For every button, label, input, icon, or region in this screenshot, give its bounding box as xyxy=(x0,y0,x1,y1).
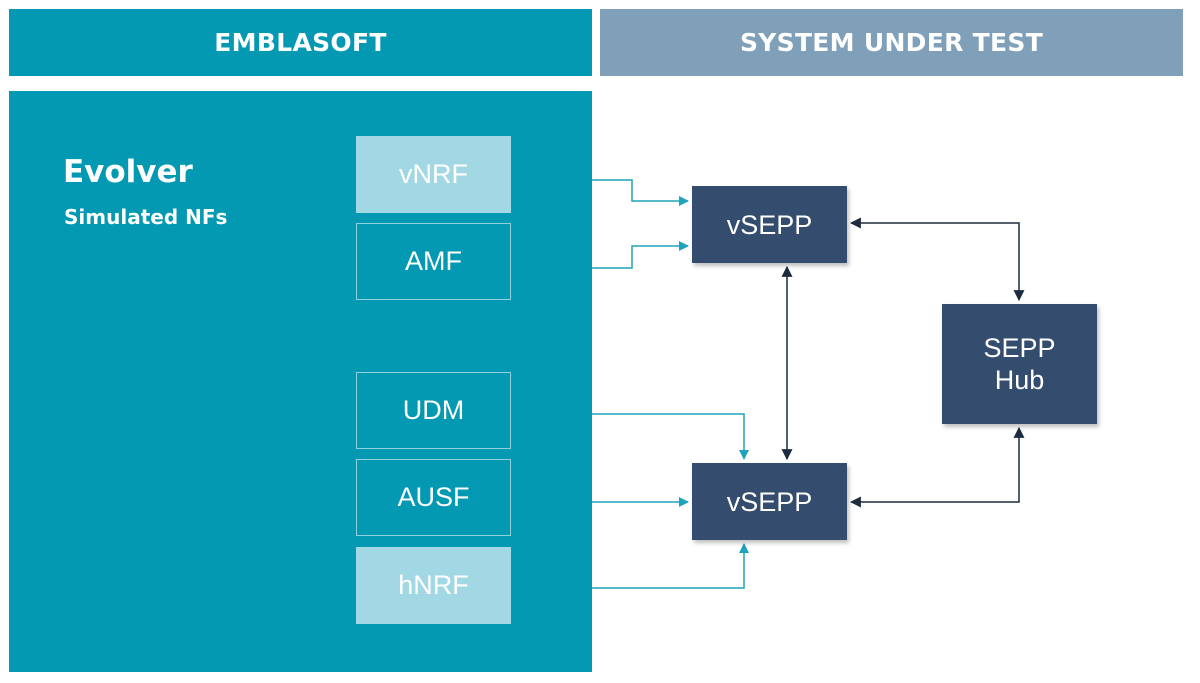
nf-amf-label: AMF xyxy=(405,246,462,276)
nf-ausf-label: AUSF xyxy=(397,482,470,512)
nf-udm-box: UDM xyxy=(356,372,511,449)
nf-ausf-box: AUSF xyxy=(356,459,511,536)
vsepp-bottom-label: vSEPP xyxy=(726,486,813,517)
nf-udm-label: UDM xyxy=(402,395,465,425)
simulated-nfs-subtitle: Simulated NFs xyxy=(64,205,228,229)
vsepp-top-node: vSEPP xyxy=(692,186,847,263)
vsepp-top-label: vSEPP xyxy=(726,209,813,240)
nf-hnrf-box: hNRF xyxy=(356,547,511,624)
sepp-hub-node: SEPP Hub xyxy=(942,304,1097,424)
vsepp-bottom-node: vSEPP xyxy=(692,463,847,540)
sepp-hub-label-line1: SEPP xyxy=(983,333,1056,363)
arrow-hnrf-to-vsepp-bottom xyxy=(592,543,749,589)
arrow-vsepp-top-to-sepp-hub xyxy=(849,217,1025,302)
arrow-vnrf-to-vsepp-top xyxy=(592,179,689,206)
nf-hnrf-label: hNRF xyxy=(398,570,469,600)
arrow-amf-to-vsepp-top xyxy=(592,241,689,269)
emblasoft-header-label: EMBLASOFT xyxy=(214,28,387,57)
sepp-hub-label-line2: Hub xyxy=(994,365,1045,395)
emblasoft-header: EMBLASOFT xyxy=(9,9,592,76)
nf-vnrf-box: vNRF xyxy=(356,136,511,213)
system-under-test-header: SYSTEM UNDER TEST xyxy=(600,9,1183,76)
arrow-vsepp-bottom-to-sepp-hub xyxy=(849,426,1025,508)
nf-vnrf-label: vNRF xyxy=(399,159,468,189)
system-under-test-header-label: SYSTEM UNDER TEST xyxy=(739,28,1044,57)
arrow-udm-to-vsepp-bottom xyxy=(592,413,749,460)
nf-amf-box: AMF xyxy=(356,223,511,300)
evolver-title: Evolver xyxy=(63,154,193,190)
